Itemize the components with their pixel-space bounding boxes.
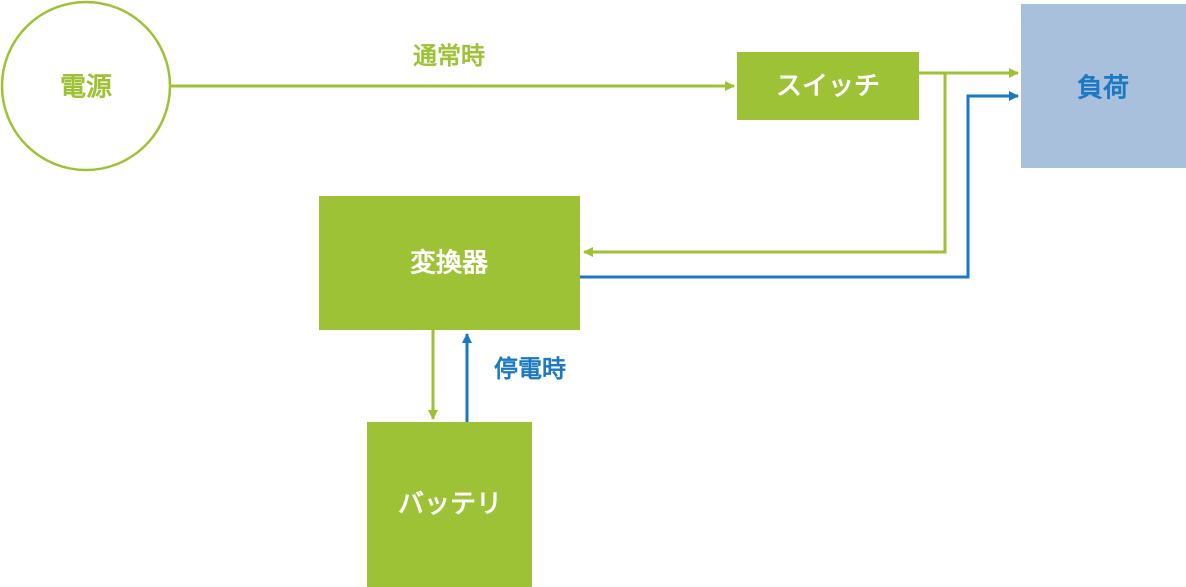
load-node: 負荷 [1021, 4, 1186, 168]
power-outage-label: 停電時 [494, 355, 566, 383]
arrow-switch-to-converter [583, 73, 947, 257]
normal-operation-label: 通常時 [413, 42, 485, 70]
battery-node: バッテリ [367, 422, 532, 587]
power-source-label: 電源 [60, 73, 112, 103]
power-source-node: 電源 [0, 0, 172, 172]
battery-label: バッテリ [398, 490, 502, 520]
arrow-converter-to-load [580, 91, 1019, 279]
switch-node: スイッチ [737, 52, 919, 120]
switch-label: スイッチ [776, 72, 880, 102]
load-label: 負荷 [1077, 74, 1129, 104]
converter-label: 変換器 [410, 248, 489, 279]
converter-node: 変換器 [319, 196, 580, 330]
